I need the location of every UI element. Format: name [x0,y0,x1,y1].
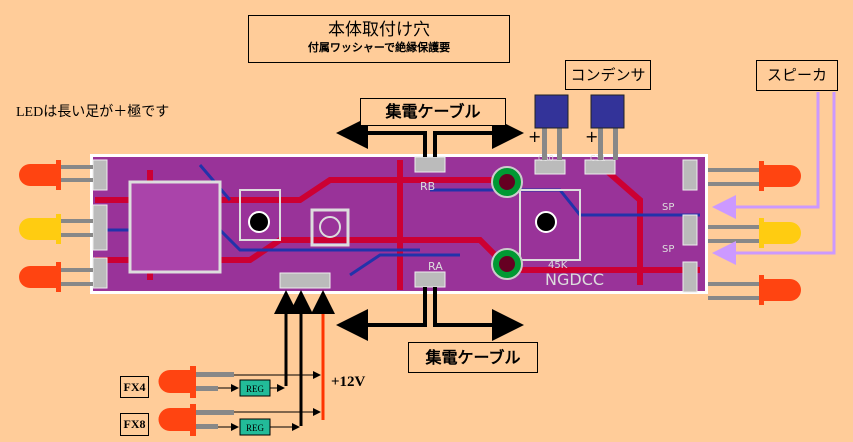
led-right-red-bottom [708,275,801,305]
pcb-label-c2: C31 [590,154,606,163]
pcb-label-sp1: SP [662,202,674,213]
svg-text:REG: REG [246,384,265,394]
capacitor-2 [590,94,625,160]
mount-hole-title: 本体取付け穴 [328,20,430,40]
capacitor-plus-1: + [528,127,541,146]
led-right-yellow [708,218,801,248]
mount-hole-label: 本体取付け穴 付属ワッシャーで絶縁保護要 [248,15,510,63]
pickup-cable-bottom-arrows [336,287,524,341]
pcb-label-rb: RB [420,180,435,193]
fx8-label: FX8 [120,413,149,436]
led-right-red-top [708,161,801,191]
led-fx4 [158,366,234,398]
reg-fx4: REG [239,379,271,397]
pcb-board: RB RA C30 C31 SP SP 45K NGDCC [90,154,708,294]
pickup-cable-bottom-label: 集電ケーブル [408,342,538,373]
pickup-cable-top-label: 集電ケーブル [360,98,506,126]
led-fx8 [158,404,234,436]
mcu-chip [128,180,222,274]
trimmer-1 [248,211,270,233]
pcb-label-part: 45K [548,260,568,271]
capacitor-1 [534,94,569,160]
capacitor-plus-2: + [585,127,598,146]
led-left-red-top [19,160,93,190]
pcb-label-ra: RA [428,260,443,273]
fx4-label: FX4 [120,376,149,398]
pcb-label-sp2: SP [662,244,674,255]
led-left-red-bottom [19,262,93,292]
svg-text:REG: REG [246,423,265,433]
reg-fx8: REG [239,418,271,436]
led-polarity-note: LEDは長い足が＋極です [16,105,170,120]
fx-wiring [218,290,335,431]
pickup-cable-top-arrows [336,117,524,157]
supply-voltage-label: +12V [331,374,366,390]
pcb-label-name: NGDCC [545,270,604,289]
capacitor-label: コンデンサ [565,60,651,90]
led-left-yellow [19,214,93,244]
speaker-label: スピーカ [756,60,838,91]
mount-hole-note: 付属ワッシャーで絶縁保護要 [307,41,451,54]
trimmer-2 [535,211,557,233]
speaker-wires [712,92,836,265]
